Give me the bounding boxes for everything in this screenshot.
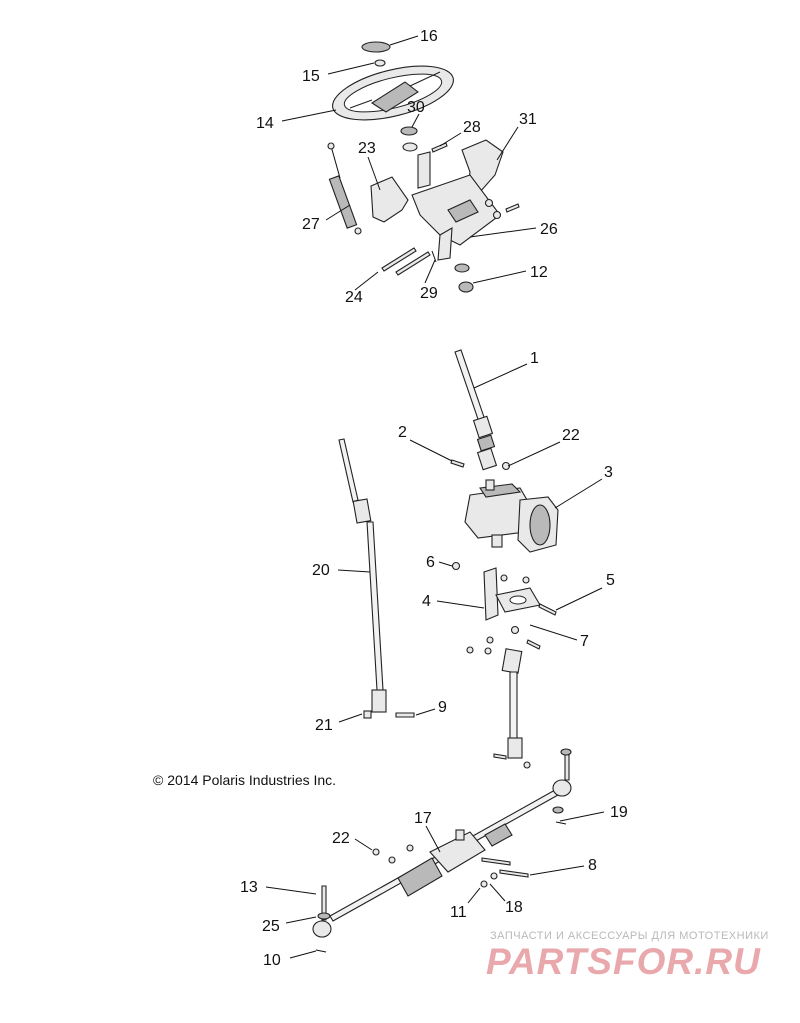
cotter-pin <box>315 949 327 953</box>
rack-bolt <box>499 869 529 878</box>
callout-4: 4 <box>422 593 431 610</box>
callout-24: 24 <box>345 289 363 306</box>
steering-gearbox <box>464 479 559 553</box>
rack-bolt <box>481 857 511 866</box>
grommet <box>458 281 474 293</box>
rack-nut <box>388 856 396 864</box>
callout-10: 10 <box>263 952 281 969</box>
pivot-pin <box>431 250 437 263</box>
column-bushing <box>400 126 418 136</box>
rack-nut <box>480 880 488 888</box>
callout-14: 14 <box>256 115 274 132</box>
column-bracket <box>411 151 501 261</box>
bracket-nut <box>492 210 502 220</box>
bracket-nut <box>522 576 530 584</box>
rack-nut <box>372 848 380 856</box>
intermediate-shaft <box>501 648 523 759</box>
callout-8: 8 <box>588 857 597 874</box>
callouts: 16 15 14 30 28 31 23 27 26 24 29 12 1 2 … <box>240 28 628 969</box>
callout-22: 22 <box>562 427 580 444</box>
bracket-bolt <box>505 203 520 213</box>
callout-7: 7 <box>580 633 589 650</box>
callout-19: 19 <box>610 804 628 821</box>
callout-2: 2 <box>398 424 407 441</box>
bracket-washer <box>510 625 520 635</box>
callout-27: 27 <box>302 216 320 233</box>
shaft-nut <box>523 761 531 769</box>
shaft-nut <box>501 461 511 471</box>
callout-30: 30 <box>407 99 425 116</box>
tie-rod-end-left <box>312 885 332 938</box>
rack-nut <box>490 872 498 880</box>
callout-25: 25 <box>262 918 280 935</box>
callout-11: 11 <box>450 904 467 921</box>
callout-22: 22 <box>332 830 350 847</box>
callout-6: 6 <box>426 554 435 571</box>
callout-16: 16 <box>420 28 438 45</box>
bracket-nut <box>451 561 461 571</box>
watermark-logo: PARTSFOR.RU <box>486 941 761 982</box>
rack-nut <box>406 844 414 852</box>
callout-3: 3 <box>604 464 613 481</box>
steering-wheel-assembly <box>327 41 520 293</box>
callout-5: 5 <box>606 572 615 589</box>
bracket-nut <box>500 574 508 582</box>
callout-9: 9 <box>438 699 447 716</box>
bracket-washer <box>486 636 494 644</box>
grommet <box>454 263 470 273</box>
cotter-pin <box>555 821 567 825</box>
gearbox-mount-bracket <box>483 567 541 621</box>
bracket-bolt <box>526 639 541 650</box>
bracket-washer <box>466 646 474 654</box>
column-bolt <box>431 142 448 153</box>
tie-rod-nut <box>552 806 564 814</box>
upper-steering-shaft <box>454 349 498 471</box>
callout-29: 29 <box>420 285 438 302</box>
shaft-bolt <box>493 753 507 760</box>
wheel-cap <box>361 41 391 53</box>
tie-rod-nut <box>317 912 331 920</box>
callout-31: 31 <box>519 111 537 128</box>
bracket-nut <box>484 198 494 208</box>
shaft-bolt <box>395 712 415 718</box>
column-cover-left <box>370 176 409 223</box>
tie-rod-end-right <box>552 748 572 797</box>
wheel-nut <box>374 59 386 67</box>
callout-21: 21 <box>315 717 333 734</box>
bracket-bolt <box>538 603 557 616</box>
lower-steering-shaft <box>338 438 387 713</box>
bracket-nut <box>484 647 492 655</box>
long-bolt <box>381 247 417 272</box>
tilt-gas-strut <box>327 142 362 235</box>
callout-18: 18 <box>505 899 523 916</box>
callout-28: 28 <box>463 119 481 136</box>
steering-wheel <box>332 65 454 121</box>
column-spacer <box>402 142 418 152</box>
callout-1: 1 <box>530 350 539 367</box>
callout-20: 20 <box>312 562 330 579</box>
shaft-nut <box>363 710 372 719</box>
callout-23: 23 <box>358 140 376 157</box>
callout-15: 15 <box>302 68 320 85</box>
callout-17: 17 <box>414 810 432 827</box>
leader-lines <box>265 35 605 959</box>
watermark-tagline: ЗАПЧАСТИ И АКСЕССУАРЫ ДЛЯ МОТОТЕХНИКИ <box>490 930 769 942</box>
callout-12: 12 <box>530 264 548 281</box>
callout-13: 13 <box>240 879 258 896</box>
shaft-bolt <box>450 459 465 468</box>
long-bolt <box>395 251 431 276</box>
steering-rack <box>329 789 559 922</box>
callout-26: 26 <box>540 221 558 238</box>
copyright-notice: © 2014 Polaris Industries Inc. <box>153 772 337 788</box>
